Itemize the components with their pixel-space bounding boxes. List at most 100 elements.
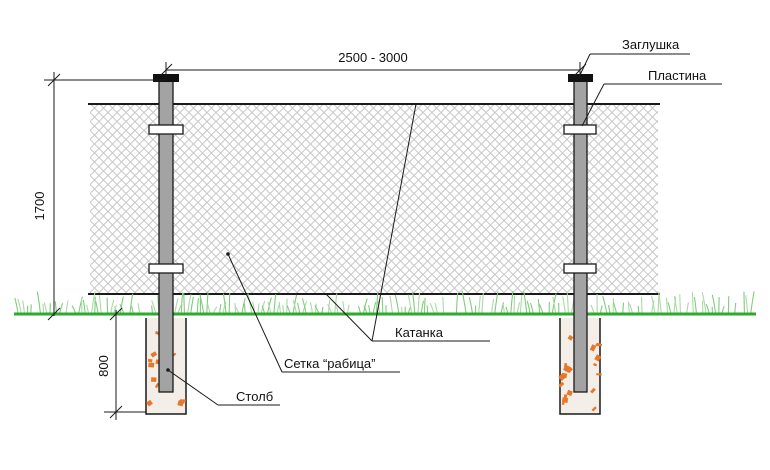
wire-rod-label: Катанка [395,325,444,340]
grass-blade [219,303,222,314]
grass-blade [180,292,184,314]
grass-blade [98,295,102,314]
grass-blade [526,300,531,314]
grass-blade [478,295,481,314]
gravel-piece [172,352,177,357]
grass-blade [538,303,544,314]
grass-blade [151,305,153,314]
grass-blade [174,298,179,314]
grass-blade [637,305,640,314]
gravel-piece [567,334,574,341]
grass-blade [95,301,99,314]
grass-blade [429,302,435,314]
gravel-piece [595,343,601,347]
grass-blade [651,295,656,314]
plate-label: Пластина [648,68,707,83]
grass-blade [602,296,608,314]
grass-blade [607,304,611,314]
grass-blade [91,291,96,314]
grass-blade [566,293,569,314]
grass-blade [129,293,134,314]
grass-blade [110,299,115,314]
plate-leader [581,83,722,127]
grass-blade [261,305,265,314]
span-dimension-label: 2500 - 3000 [338,50,407,65]
gravel-piece [150,351,158,358]
grass-blade [590,304,595,314]
grass-blade [59,302,64,314]
mesh-label: Сетка “рабица” [284,356,375,371]
left-plate-bottom [148,263,184,274]
grass-blade [505,306,509,314]
grass-blade [412,292,416,314]
grass-blade [342,300,345,314]
grass-blade [461,290,467,314]
grass-blade [491,298,495,314]
height-dimension [44,72,166,321]
grass-blade [622,302,625,314]
gravel-piece [566,367,573,374]
grass-blade [196,298,199,314]
grass-blade [667,302,672,314]
gravel-piece [594,354,602,362]
grass-blade [199,295,205,314]
grass-blade [494,291,499,314]
grass-blade [36,291,41,314]
grass-blade [276,304,280,314]
grass-blade [222,293,227,314]
grass-blade [82,299,86,314]
grass-blade [78,296,83,314]
right-gravel [558,334,603,412]
grass-blade [267,297,272,314]
grass-blade [206,291,209,314]
grass-blade [434,302,438,314]
grass-blade [693,296,697,314]
gravel-piece [146,399,153,407]
grass-blade [375,292,379,314]
grass-blade [673,295,678,314]
grass-blade [347,304,350,314]
grass-blade [363,298,368,314]
cap-label: Заглушка [622,37,680,52]
grass-blade [627,301,630,314]
grass-blade [241,298,246,314]
grass-blade [629,303,633,314]
grass-blade [510,291,514,314]
grass-blade [43,302,48,314]
grass-blade [234,306,240,314]
grass-blade [130,305,134,314]
grass-blade [321,306,324,314]
grass-blade [455,293,459,314]
gravel-piece [591,406,597,412]
grass-blade [389,295,393,314]
grass-blade [207,304,211,314]
grass-blade [691,292,694,314]
mesh-leader [226,252,400,373]
grass-blade [468,297,473,314]
grass-blade [183,292,185,314]
gravel-piece [566,389,573,397]
grass-blade [309,301,313,314]
grass-blade [292,299,297,314]
left-plate-top [148,124,184,135]
gravel-piece [154,382,160,389]
grass-blade [750,291,755,314]
grass-blade [334,293,338,314]
grass-blade [357,305,361,314]
grass-blade [417,292,421,314]
grass-blade [278,301,281,314]
grass-blade [381,297,384,314]
grass-blade [228,292,231,314]
grass-blade [151,300,157,314]
grass-blade [711,294,717,314]
grass-blade [523,291,528,314]
grass-blade [243,303,246,314]
post-leader [166,368,280,406]
grass-blade [234,302,237,314]
grass-blade [273,294,277,314]
grass-blade [372,301,377,314]
cap-leader [579,53,690,76]
span-dimension [159,62,587,78]
grass-blade [686,302,689,314]
